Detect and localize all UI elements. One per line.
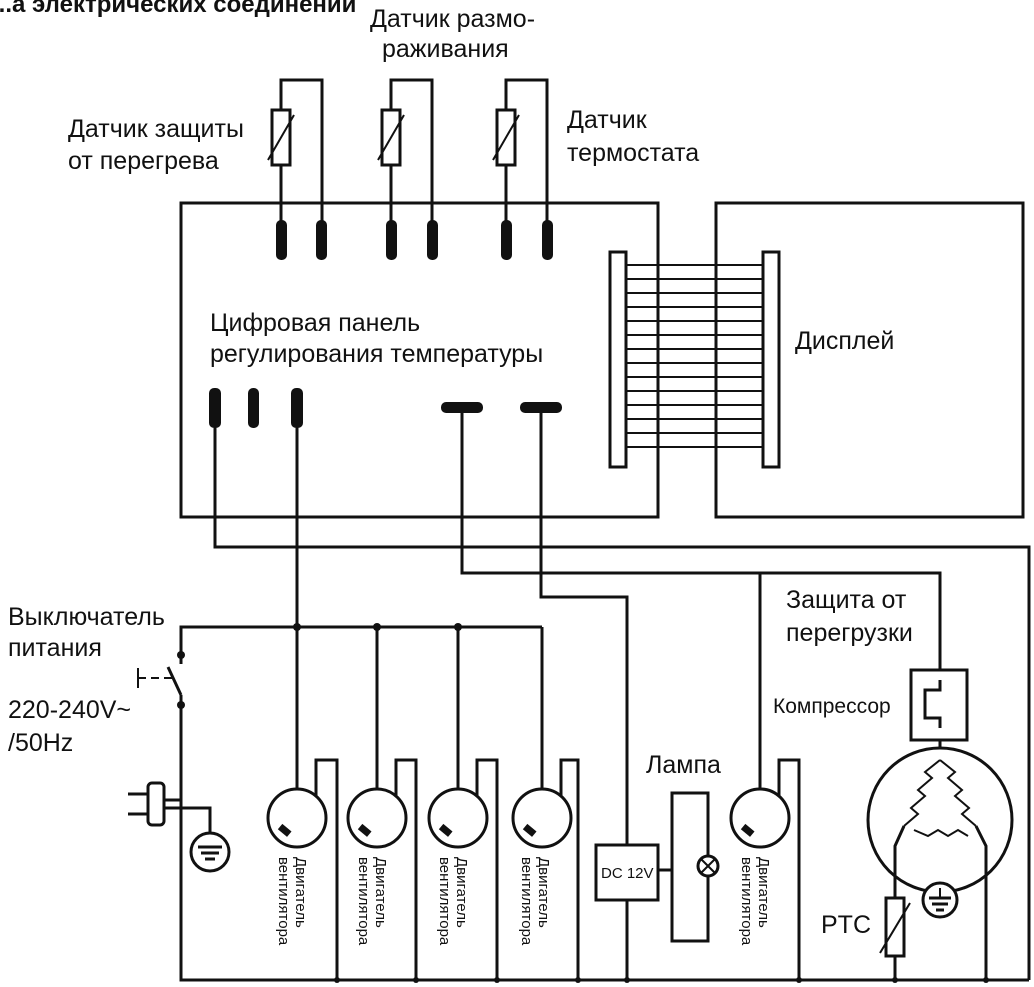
overheat-sensor-label-2: от перегрева [68, 147, 219, 175]
svg-text:вентилятора: вентилятора [436, 857, 453, 946]
compressor-motor [866, 746, 1014, 980]
svg-text:Двигатель: Двигатель [535, 857, 552, 928]
display-box [714, 201, 1025, 519]
svg-text:вентилятора: вентилятора [738, 857, 755, 946]
svg-text:вентилятора: вентилятора [518, 857, 535, 946]
power-switch-label-2: питания [8, 634, 102, 662]
voltage-label-2: /50Hz [8, 729, 73, 757]
defrost-sensor-label-1: Датчик размо- [370, 5, 535, 33]
thermostat-sensor-label-1: Датчик [567, 106, 648, 134]
junction-dots [177, 623, 989, 983]
fan-motor-5 [729, 758, 801, 980]
voltage-label-1: 220-240V~ [8, 696, 131, 724]
dc-12v-supply: DC 12V [594, 843, 672, 980]
control-panel-box [179, 201, 660, 519]
svg-text:Двигатель: Двигатель [755, 857, 772, 928]
thermostat-sensor-label-2: термостата [567, 139, 699, 167]
power-switch-label-1: Выключатель [8, 603, 165, 631]
fan-motor-4 [511, 758, 580, 980]
earth-ground-icon [189, 831, 231, 873]
ptc-label: PTC [821, 911, 871, 939]
lamp-feed-wire [539, 413, 629, 845]
sensor-connectors [276, 220, 553, 260]
svg-text:Двигатель: Двигатель [372, 857, 389, 928]
return-bus [179, 705, 1029, 982]
fan-motor-3 [427, 758, 499, 980]
compressor-label: Компрессор [773, 695, 891, 718]
lamp-label: Лампа [646, 751, 721, 779]
diagram-heading: ...а электрических соединений [0, 0, 356, 18]
defrost-sensor-label-2: раживания [382, 35, 509, 63]
svg-text:Двигатель: Двигатель [453, 857, 470, 928]
overheat-sensor-label-1: Датчик защиты [68, 115, 244, 143]
svg-text:вентилятора: вентилятора [275, 857, 292, 946]
power-plug-icon [128, 781, 212, 832]
control-panel-label-1: Цифровая панель [210, 309, 420, 337]
overload-label-1: Защита от [786, 586, 907, 614]
overheat-protection-sensor [267, 78, 324, 225]
power-switch[interactable] [137, 655, 183, 705]
overload-protector [909, 668, 969, 758]
fan-motor-5-label: Двигатель вентилятора [738, 857, 772, 946]
fan-motor-1-label: Двигатель вентилятора [275, 857, 309, 946]
lamp-bulb-icon [696, 854, 720, 878]
fan-motor-1 [266, 758, 339, 980]
defrost-sensor [377, 78, 434, 225]
display-label: Дисплей [795, 327, 894, 355]
ribbon-cable [608, 250, 781, 469]
control-panel-label-2: регулирования температуры [210, 340, 543, 368]
svg-text:DC 12V: DC 12V [601, 865, 654, 882]
compressor-feed-wire [460, 413, 942, 670]
svg-text:Двигатель: Двигатель [292, 857, 309, 928]
fan-motor-4-label: Двигатель вентилятора [518, 857, 552, 946]
neutral-bus [179, 625, 542, 655]
svg-text:вентилятора: вентилятора [355, 857, 372, 946]
compressor-earth-icon [921, 881, 959, 919]
thermostat-sensor [492, 78, 549, 225]
line-wire-top [213, 428, 1031, 980]
fan-motor-3-label: Двигатель вентилятора [436, 857, 470, 946]
fan-motor-2 [346, 758, 418, 980]
fan-motor-2-label: Двигатель вентилятора [355, 857, 389, 946]
output-connectors [209, 388, 562, 428]
ptc-starter [879, 896, 911, 958]
overload-label-2: перегрузки [786, 619, 913, 647]
